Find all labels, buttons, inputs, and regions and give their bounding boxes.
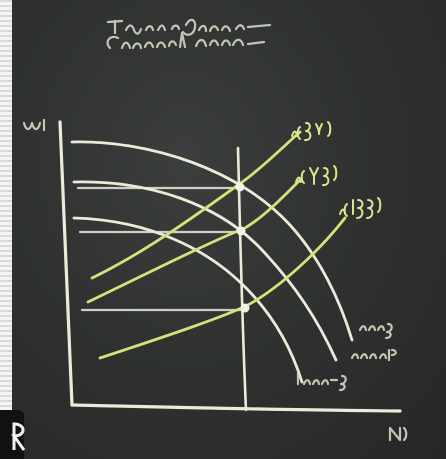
axes	[58, 120, 402, 413]
intersection-dot-mid	[236, 226, 246, 236]
intersection-points	[235, 182, 250, 313]
curve-yellow-1	[90, 130, 302, 280]
curve-yellow-2	[86, 178, 302, 304]
x-axis	[70, 403, 402, 413]
title-handwriting	[106, 18, 272, 50]
y-axis	[58, 120, 74, 407]
vertical-reference-line	[236, 146, 248, 412]
white-curves	[70, 140, 354, 384]
yellow-curve-labels	[291, 121, 382, 219]
x-axis-handwriting	[388, 426, 408, 442]
y-axis-handwriting	[22, 118, 46, 132]
white-curve-labels	[296, 322, 397, 392]
intersection-dot-top	[235, 182, 245, 192]
curve-white-bottom	[72, 216, 304, 384]
partial-letter-r	[11, 422, 26, 451]
curve-white-top	[70, 140, 354, 342]
left-edge-strip	[0, 0, 12, 459]
curve-white-mid	[72, 180, 338, 362]
horizontal-reference-lines	[76, 186, 246, 312]
blackboard	[12, 0, 446, 459]
intersection-dot-bottom	[240, 303, 250, 313]
